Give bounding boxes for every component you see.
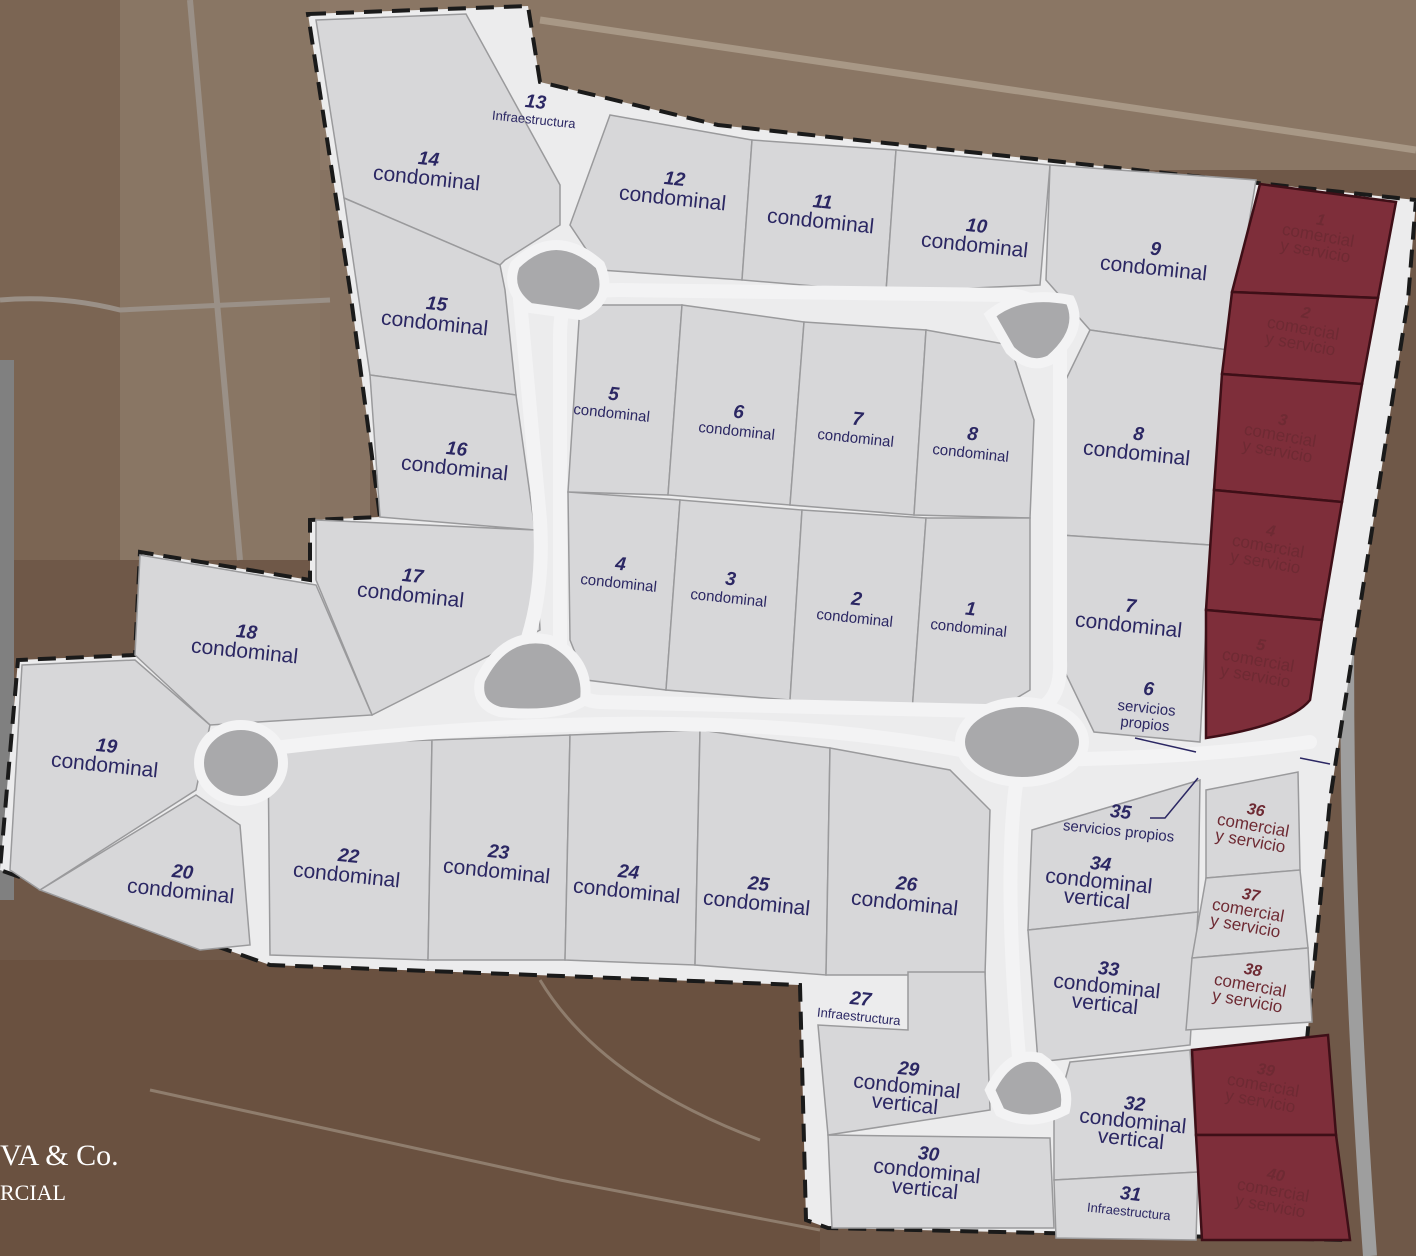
lot-number: 2 <box>1299 304 1312 322</box>
lot-number: 1 <box>964 599 977 621</box>
lot-number: 37 <box>1241 886 1263 906</box>
roundabouts <box>194 240 1089 1125</box>
lot-number: 25 <box>746 873 771 896</box>
lot-number: 6 <box>1142 679 1155 701</box>
lot-number: 29 <box>896 1058 921 1081</box>
lot-type: servicios <box>1117 697 1177 720</box>
lot-number: 32 <box>1123 1093 1147 1116</box>
lot-number: 40 <box>1265 1165 1287 1185</box>
lot-number: 7 <box>851 409 865 431</box>
watermark-line1: VA & Co. <box>0 1139 119 1172</box>
lot-number: 35 <box>1109 801 1133 824</box>
lot-number: 20 <box>170 861 195 884</box>
lot-number: 17 <box>401 565 426 588</box>
lot-number: 1 <box>1315 211 1327 229</box>
lot-number: 33 <box>1097 958 1121 981</box>
service-arrows <box>1134 737 1331 819</box>
lot-number: 38 <box>1243 961 1264 981</box>
lot-number: 10 <box>965 215 989 238</box>
lot-number: 34 <box>1089 853 1113 876</box>
lot-blocks <box>9 13 1313 1241</box>
lot-number: 16 <box>445 438 469 461</box>
lot-number: 36 <box>1246 801 1267 821</box>
lot-number: 18 <box>235 621 259 644</box>
lot-number: 3 <box>724 569 737 591</box>
lot-number: 9 <box>1149 239 1162 261</box>
lot-number: 26 <box>894 873 919 896</box>
lot-number: 14 <box>417 148 441 171</box>
lot-number: 13 <box>524 91 548 114</box>
lot-number: 8 <box>966 424 979 446</box>
lot-number: 30 <box>917 1143 941 1166</box>
lot-number: 5 <box>607 384 620 406</box>
lot-number: 3 <box>1277 411 1289 429</box>
commercial-blocks <box>1190 182 1398 1242</box>
lot-number: 31 <box>1119 1183 1142 1206</box>
lot-number: 23 <box>486 841 511 864</box>
lot-number: 2 <box>849 588 863 610</box>
lot-number: 7 <box>1124 596 1138 618</box>
lot-number: 24 <box>616 861 641 884</box>
brand-watermark: VA & Co. RCIAL <box>0 1139 119 1205</box>
lot-number: 22 <box>336 845 361 868</box>
lot-number: 27 <box>848 988 874 1011</box>
lot-number: 19 <box>95 735 119 758</box>
lot-number: 6 <box>732 402 745 424</box>
lot-number: 4 <box>1264 522 1277 540</box>
lot-number: 39 <box>1256 1061 1277 1081</box>
lot-number: 11 <box>812 191 834 214</box>
lot-number: 15 <box>425 293 449 316</box>
lot-type: propios <box>1120 713 1171 735</box>
watermark-line2: RCIAL <box>0 1180 66 1205</box>
lot-number: 4 <box>613 553 627 575</box>
lot-number: 8 <box>1132 424 1145 446</box>
lot-number: 12 <box>663 168 687 191</box>
